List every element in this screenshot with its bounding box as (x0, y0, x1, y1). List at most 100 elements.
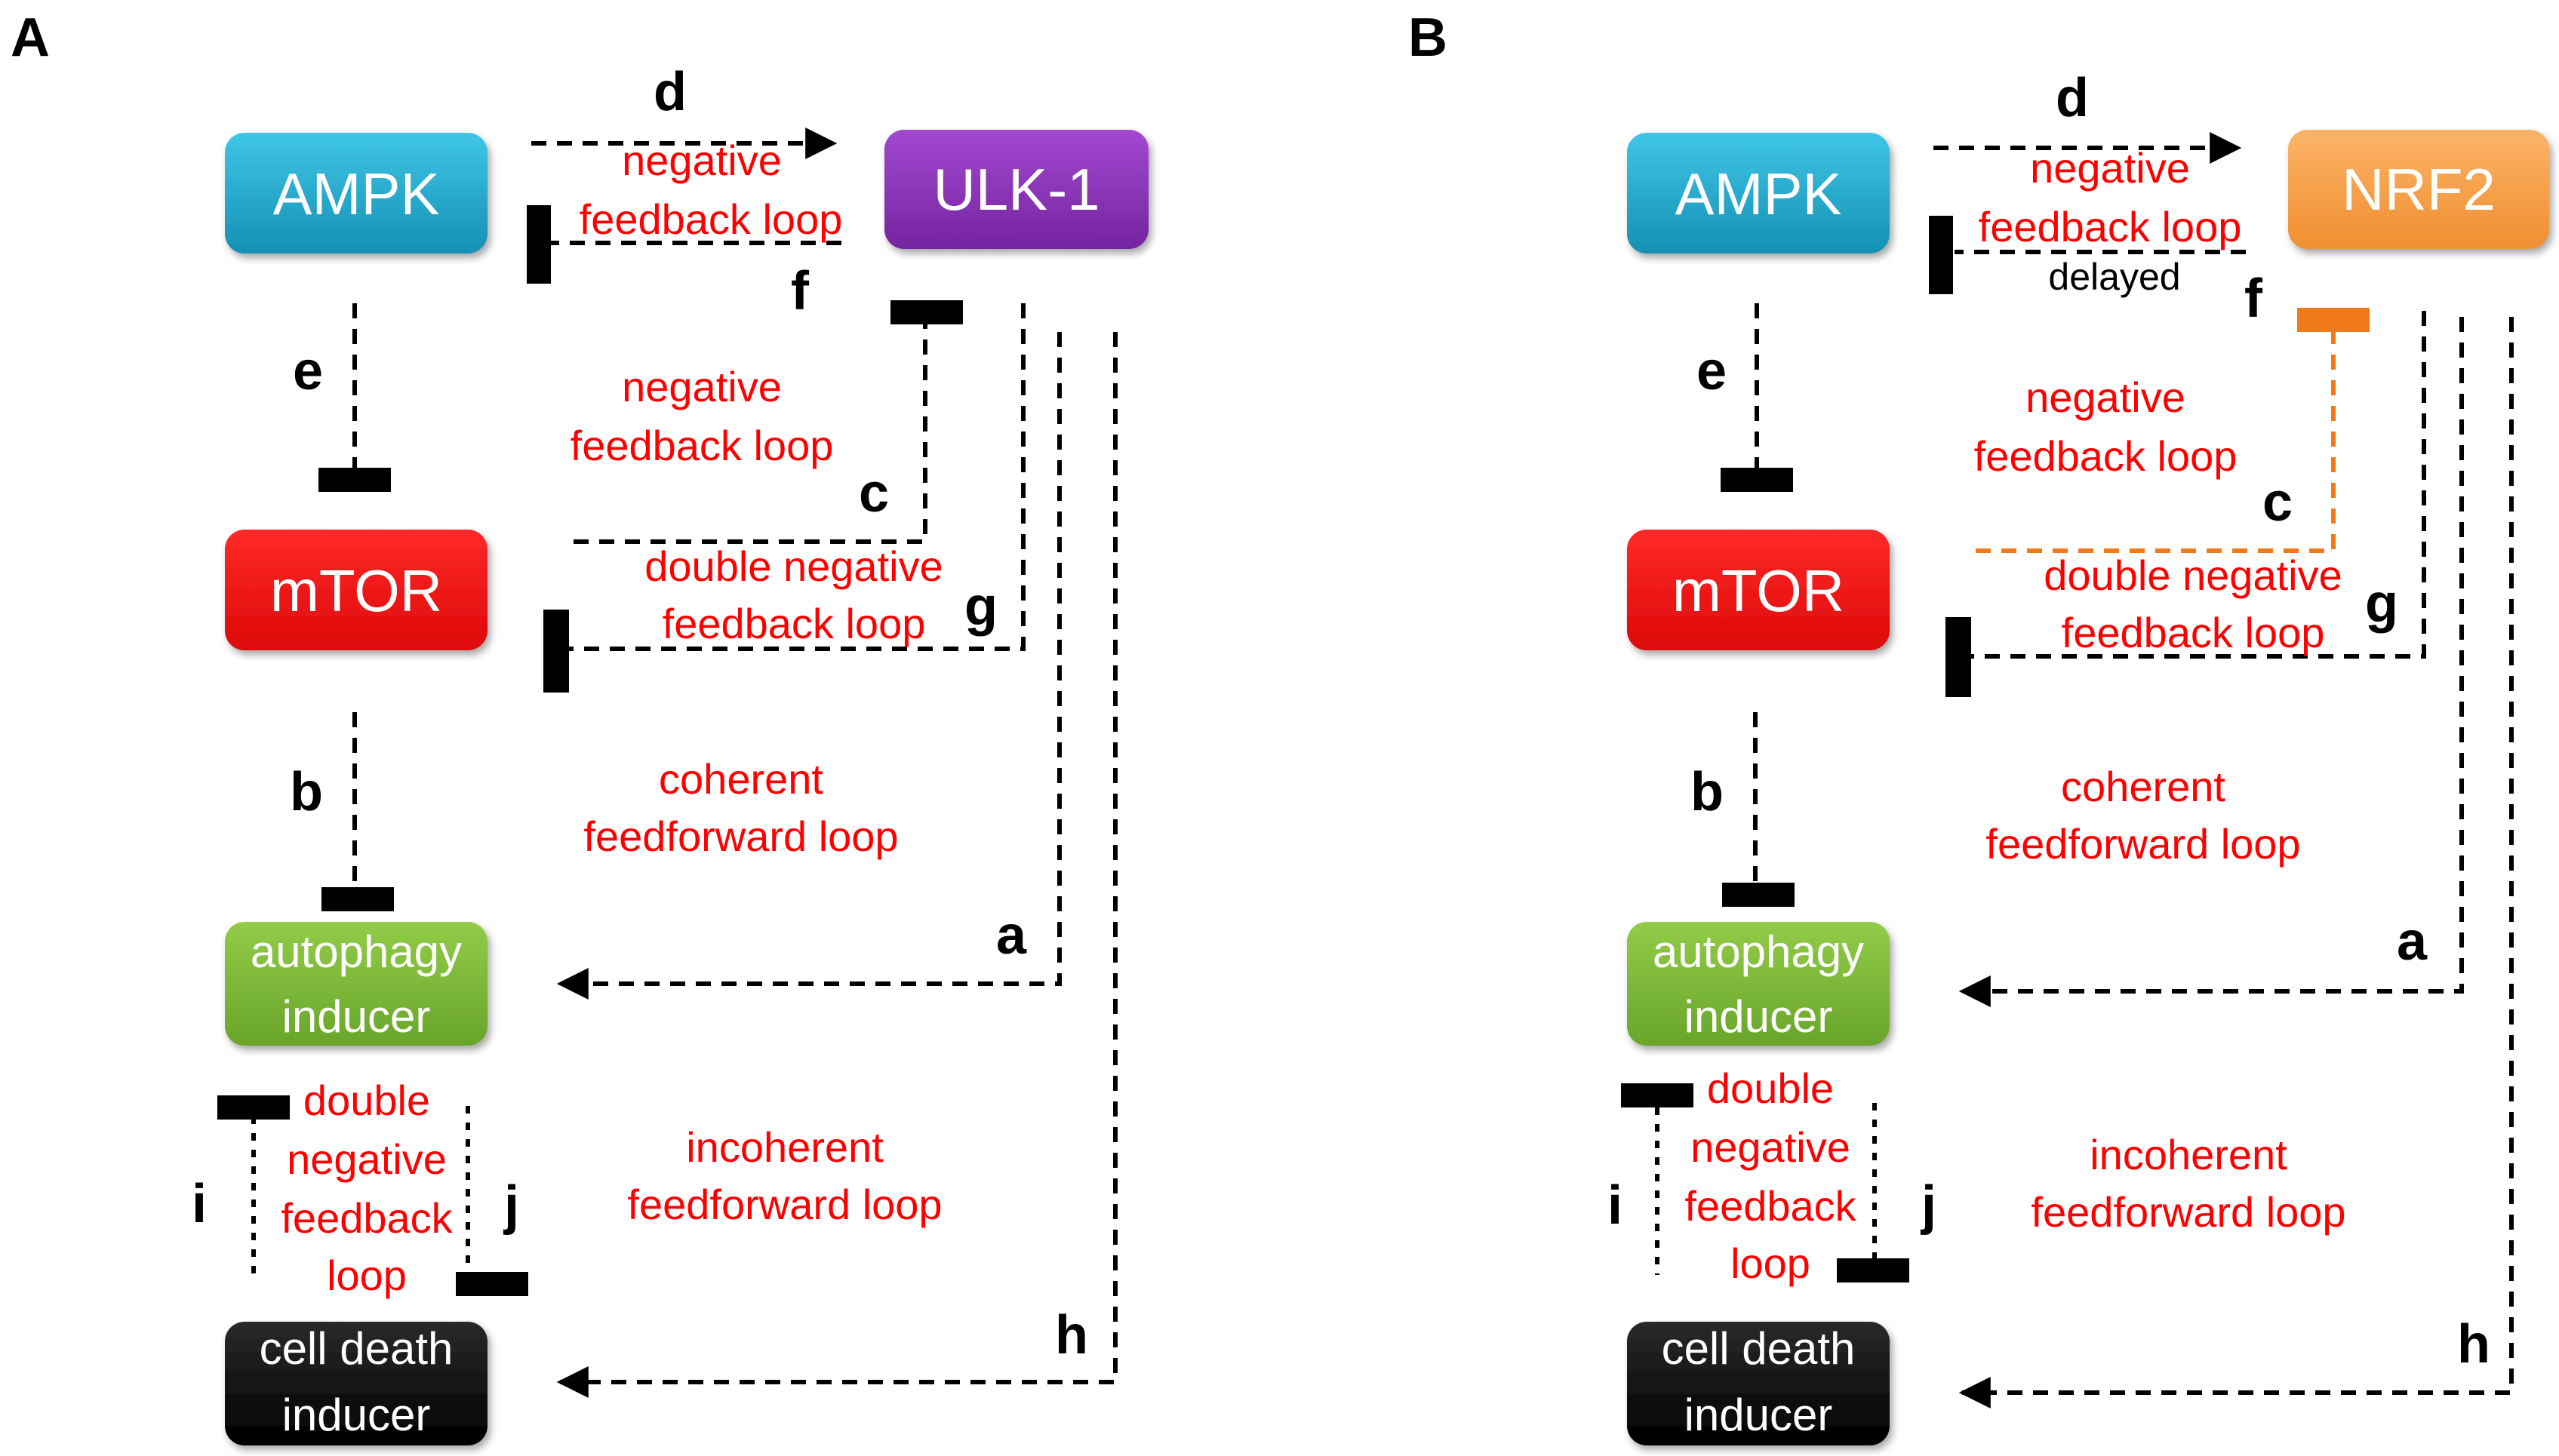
edge-a-a (556, 332, 1062, 1000)
node-celldeath-b: cell death inducer (1627, 1322, 1890, 1445)
edge-d-a-label: d (654, 62, 687, 122)
node-ampk-a: AMPK (225, 133, 488, 253)
node-autophagy-b-line2: inducer (1684, 991, 1833, 1042)
node-mtor-b-label: mTOR (1672, 558, 1844, 624)
edge-c-a (574, 324, 927, 544)
loop-bottom-b-line2: negative (1690, 1123, 1850, 1171)
loop-bottom-a-line3: feedback (281, 1194, 453, 1242)
loop-bottom-b-line1: double (1707, 1064, 1834, 1112)
loop-incoherent-b-line1: incoherent (2090, 1131, 2287, 1178)
node-ampk-a-label: AMPK (272, 161, 439, 227)
loop-top-b-line2: feedback loop (1979, 203, 2242, 250)
node-nrf2-b-label: NRF2 (2342, 156, 2496, 223)
edge-j-a-label: j (503, 1175, 519, 1236)
loop-top-b-line1: negative (2030, 144, 2190, 192)
node-ulk1-a-label: ULK-1 (933, 156, 1100, 223)
edge-e-b-inhibit (1721, 468, 1793, 492)
edge-f-b-delayed: delayed (2048, 256, 2180, 298)
edge-g-a-inhibit (543, 610, 569, 693)
edge-i-a-inhibit (217, 1095, 290, 1120)
loop-incoherent-a-line1: incoherent (686, 1123, 884, 1171)
edge-h-a-label: h (1055, 1305, 1088, 1365)
edge-b-b-label: b (1690, 762, 1724, 822)
edge-g-a (569, 303, 1026, 651)
loop-bottom-a-line1: double (303, 1077, 430, 1124)
loop-coherent-a-line2: feedforward loop (583, 812, 898, 860)
edge-j-b-label: j (1920, 1175, 1936, 1236)
loop-bottom-b-line3: feedback (1684, 1182, 1856, 1230)
edge-a-b-label: a (2397, 911, 2428, 972)
edge-c-a-inhibit (890, 300, 963, 324)
node-ampk-b: AMPK (1627, 133, 1890, 253)
edge-c-a-label: c (859, 463, 889, 524)
loop-top-a-line1: negative (622, 137, 782, 184)
loop-bottom-a-line4: loop (327, 1252, 407, 1299)
node-autophagy-a: autophagy inducer (225, 922, 488, 1046)
edge-i-b-label: i (1607, 1175, 1622, 1236)
edge-d-b-label: d (2056, 68, 2089, 128)
node-autophagy-b: autophagy inducer (1627, 922, 1890, 1046)
edge-b-a-label: b (290, 762, 323, 822)
edge-c-b-label: c (2262, 472, 2293, 533)
node-mtor-a: mTOR (225, 530, 488, 650)
node-ulk1-a: ULK-1 (884, 130, 1149, 249)
panel-b-letter: B (1408, 8, 1447, 68)
edge-f-a-label: f (791, 261, 810, 321)
edge-j-a-inhibit (456, 1272, 528, 1296)
loop-bottom-a-line2: negative (287, 1135, 447, 1183)
edge-b-a-inhibit (321, 887, 394, 911)
loop-middle-b-line2: feedback loop (1974, 432, 2238, 480)
node-ampk-b-label: AMPK (1675, 161, 1841, 227)
edge-e-a-inhibit (318, 468, 391, 492)
loop-bottom-b-line4: loop (1730, 1239, 1810, 1287)
loop-incoherent-a-line2: feedforward loop (627, 1181, 942, 1228)
loop-top-a-line2: feedback loop (580, 195, 843, 243)
edge-g-b-label: g (2365, 573, 2398, 634)
loop-double-b-line2: feedback loop (2062, 609, 2325, 656)
node-autophagy-a-line2: inducer (282, 991, 431, 1042)
edge-a-a-label: a (996, 905, 1027, 966)
edge-f-a-inhibit (527, 205, 551, 284)
edge-i-a-label: i (192, 1174, 207, 1234)
edge-e-b-label: e (1696, 341, 1727, 401)
edge-e-a-label: e (293, 341, 323, 401)
edge-g-a-label: g (964, 576, 998, 637)
edge-f-b-label: f (2244, 269, 2263, 329)
loop-double-a-line1: double negative (644, 542, 943, 590)
node-nrf2-b: NRF2 (2288, 130, 2549, 249)
edge-c-b-inhibit (2297, 308, 2370, 332)
loop-coherent-b-line2: feedforward loop (1985, 820, 2300, 868)
edge-f-b-inhibit (1929, 216, 1953, 294)
edge-h-b-label: h (2457, 1314, 2490, 1375)
node-celldeath-b-line1: cell death (1662, 1323, 1856, 1374)
node-celldeath-a-line2: inducer (282, 1390, 431, 1440)
loop-double-b-line1: double negative (2044, 551, 2342, 599)
loop-double-a-line2: feedback loop (663, 600, 926, 647)
node-mtor-b: mTOR (1627, 530, 1890, 650)
loop-incoherent-b-line2: feedforward loop (2031, 1188, 2345, 1236)
node-autophagy-a-line1: autophagy (251, 926, 462, 977)
loop-middle-a-line1: negative (622, 363, 782, 410)
edge-h-a (556, 332, 1118, 1398)
node-autophagy-b-line1: autophagy (1653, 926, 1864, 977)
loop-middle-b-line1: negative (2025, 373, 2185, 421)
edge-h-b (1958, 317, 2514, 1408)
loop-coherent-b-line1: coherent (2061, 763, 2225, 810)
loop-middle-a-line2: feedback loop (571, 422, 834, 469)
edge-g-b-inhibit (1945, 617, 1971, 697)
edge-j-b-inhibit (1837, 1258, 1909, 1282)
edge-g-b (1971, 311, 2426, 659)
node-celldeath-a: cell death inducer (225, 1322, 488, 1445)
edge-i-b-inhibit (1621, 1083, 1693, 1107)
panel-a-letter: A (11, 8, 50, 68)
panel-b: B AMPK NRF2 mTOR autophagy inducer cell … (1408, 8, 2549, 1445)
node-celldeath-b-line2: inducer (1684, 1390, 1833, 1440)
edge-a-b (1958, 317, 2464, 1007)
node-celldeath-a-line1: cell death (260, 1323, 454, 1374)
node-mtor-a-label: mTOR (270, 558, 442, 624)
panel-a: A AMPK ULK-1 mTOR autophagy inducer cell… (11, 8, 1149, 1445)
loop-coherent-a-line1: coherent (659, 755, 823, 803)
edge-b-b-inhibit (1722, 883, 1795, 907)
